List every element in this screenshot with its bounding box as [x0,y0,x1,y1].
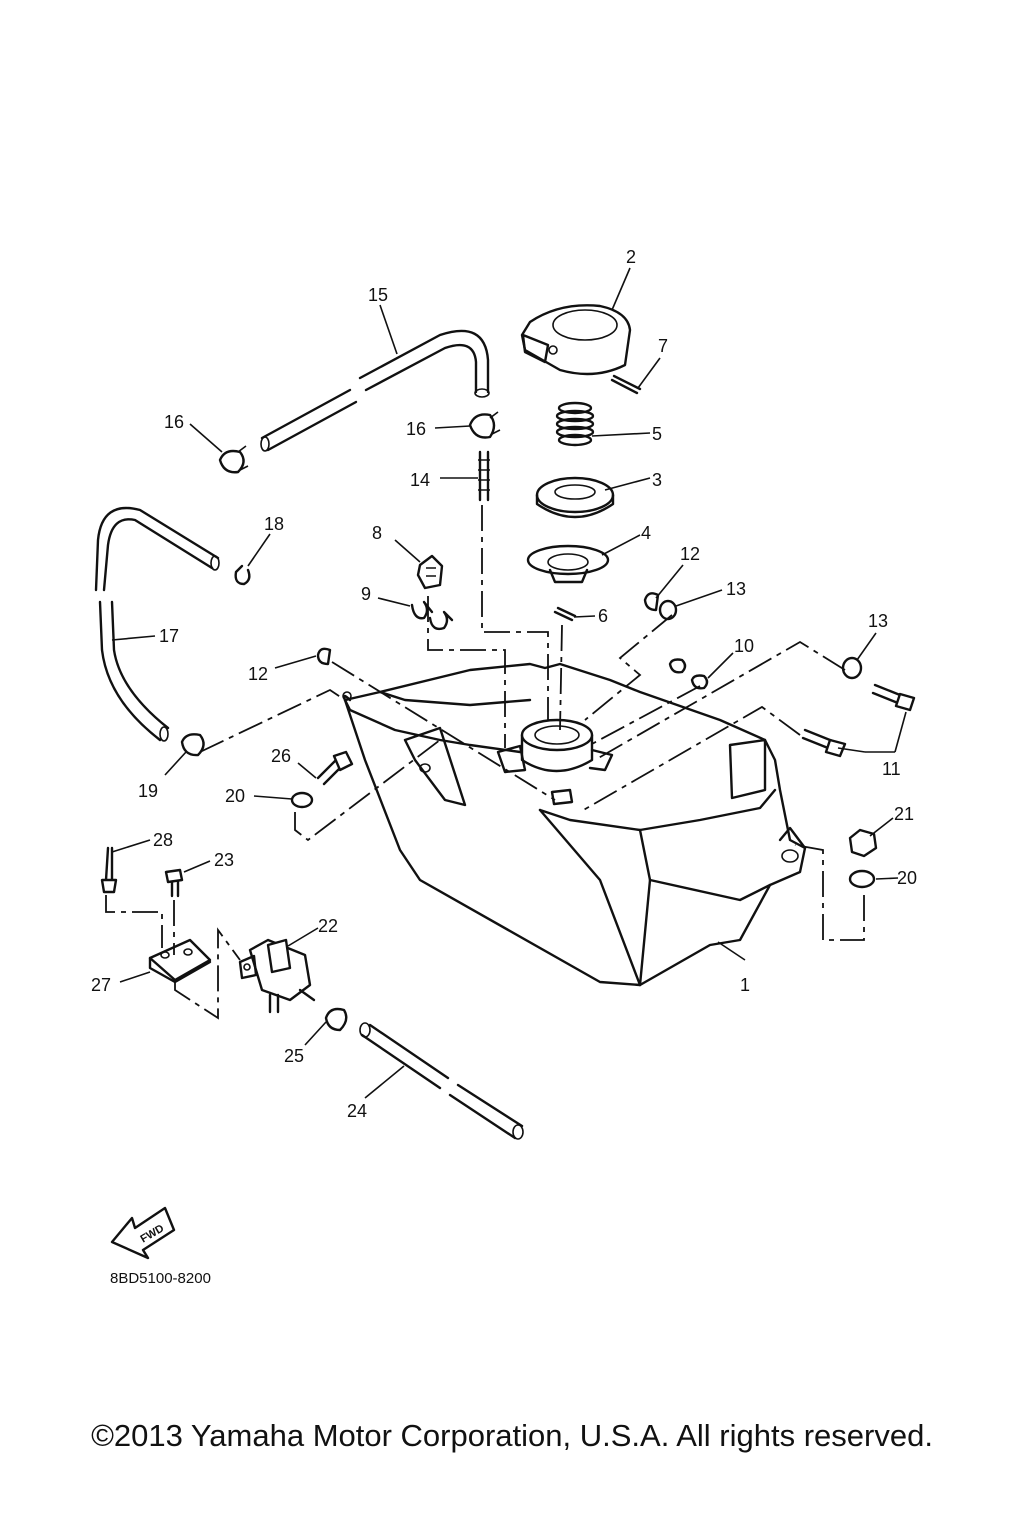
callout-13b: 13 [868,611,888,631]
leader-lines [111,267,907,1099]
filler-neck [496,718,614,806]
vent-hose-upper [260,329,490,452]
screw-23 [164,868,184,898]
copyright-notice: ©2013 Yamaha Motor Corporation, U.S.A. A… [91,1418,933,1453]
dampers-10 [668,658,709,690]
callout-9: 9 [361,584,371,604]
callout-27: 27 [91,975,111,995]
bolt-26 [316,750,354,786]
hose-clip-25 [324,1007,348,1032]
fuel-cock-22 [238,938,316,1014]
callout-16b: 16 [406,419,426,439]
clip-8 [416,554,444,590]
callout-18: 18 [264,514,284,534]
hose-clip-19 [180,733,205,757]
callout-26: 26 [271,746,291,766]
hose-clip-18 [234,564,251,586]
callout-labels: 1 2 3 4 5 6 7 8 9 10 11 12 12 13 13 14 1… [91,247,917,1121]
spring [555,401,595,447]
callout-22: 22 [318,916,338,936]
callout-2: 2 [626,247,636,267]
pin [610,374,642,395]
callout-20a: 20 [225,786,245,806]
fuel-tank [342,662,807,987]
callout-1: 1 [740,975,750,995]
callout-14: 14 [410,470,430,490]
callout-6: 6 [598,606,608,626]
callout-24: 24 [347,1101,367,1121]
filler-cap [520,304,632,376]
callout-20b: 20 [897,868,917,888]
callout-15: 15 [368,285,388,305]
callout-12a: 12 [680,544,700,564]
gasket-ring [535,476,615,519]
callout-23: 23 [214,850,234,870]
bolts-11 [801,683,916,758]
callout-7: 7 [658,336,668,356]
seal-plate [526,544,610,584]
collars-12 [316,592,660,666]
callout-19: 19 [138,781,158,801]
callout-13a: 13 [726,579,746,599]
fuel-hose-24 [359,1022,524,1140]
small-pin [553,606,577,622]
assembly-lines [105,505,865,1020]
callout-21: 21 [894,804,914,824]
fastener-28 [100,846,118,894]
callout-16a: 16 [164,412,184,432]
callout-17: 17 [159,626,179,646]
hose-clip-center [468,411,501,439]
hose-clip-left [218,445,249,474]
callout-25: 25 [284,1046,304,1066]
callout-3: 3 [652,470,662,490]
bracket-27 [148,938,212,984]
springs-9 [410,600,454,631]
callout-8: 8 [372,523,382,543]
callout-12b: 12 [248,664,268,684]
washers-13 [658,599,863,680]
forward-arrow-icon: FWD [110,1206,176,1260]
breather-valve [478,450,490,502]
callout-10: 10 [734,636,754,656]
nut-21 [848,828,878,858]
diagram-code: 8BD5100-8200 [110,1270,211,1287]
callout-4: 4 [641,523,651,543]
vent-hose-left [94,506,220,742]
callout-11: 11 [882,759,901,779]
callout-5: 5 [652,424,662,444]
washers-20 [290,791,876,889]
callout-28: 28 [153,830,173,850]
